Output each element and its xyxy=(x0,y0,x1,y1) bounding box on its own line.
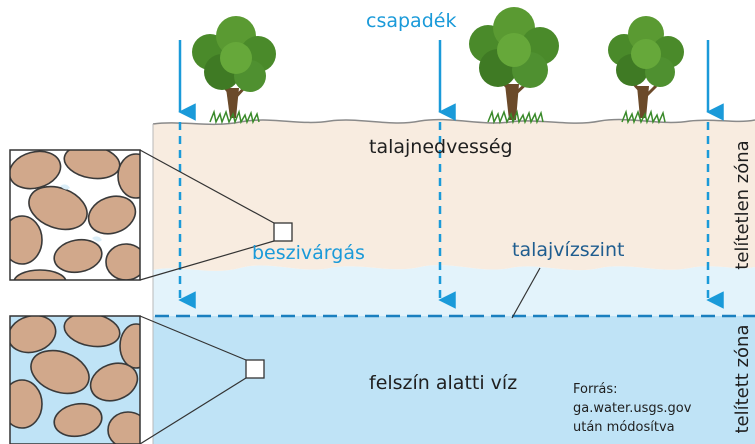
infiltration-label: beszivárgás xyxy=(252,242,365,264)
soil-moisture-label: talajnedvesség xyxy=(369,136,513,158)
capillary-fringe xyxy=(153,264,755,316)
sample-square-saturated xyxy=(245,359,265,379)
source-line-2: ga.water.usgs.gov xyxy=(573,401,692,416)
tree-2 xyxy=(469,7,559,125)
zoom-lines-bottom xyxy=(139,315,247,444)
source-note: Forrás: ga.water.usgs.gov után módosítva xyxy=(573,380,691,437)
unsaturated-zone-area xyxy=(153,119,755,271)
precipitation-label: csapadék xyxy=(366,10,457,32)
tree-1 xyxy=(192,16,276,125)
zoom-lines-top xyxy=(139,149,275,281)
groundwater-label: felszín alatti víz xyxy=(369,372,518,394)
water-table-label: talajvízszint xyxy=(512,239,625,261)
source-line-3: után módosítva xyxy=(573,420,675,435)
saturated-zone-label: telített zóna xyxy=(732,324,753,434)
unsaturated-zone-label: telítetlen zóna xyxy=(732,140,753,270)
infiltration-arrows xyxy=(178,122,724,309)
magnified-unsaturated-soil xyxy=(10,150,140,280)
sample-square-unsaturated xyxy=(273,222,293,242)
magnified-frame-top xyxy=(9,149,141,281)
source-line-1: Forrás: xyxy=(573,382,618,397)
saturated-zone-area xyxy=(153,316,755,444)
water-table-leader xyxy=(511,267,541,319)
magnified-saturated-soil xyxy=(10,316,140,444)
tree-3 xyxy=(608,16,684,125)
magnified-frame-bottom xyxy=(9,315,141,444)
precipitation-arrows xyxy=(178,40,724,121)
